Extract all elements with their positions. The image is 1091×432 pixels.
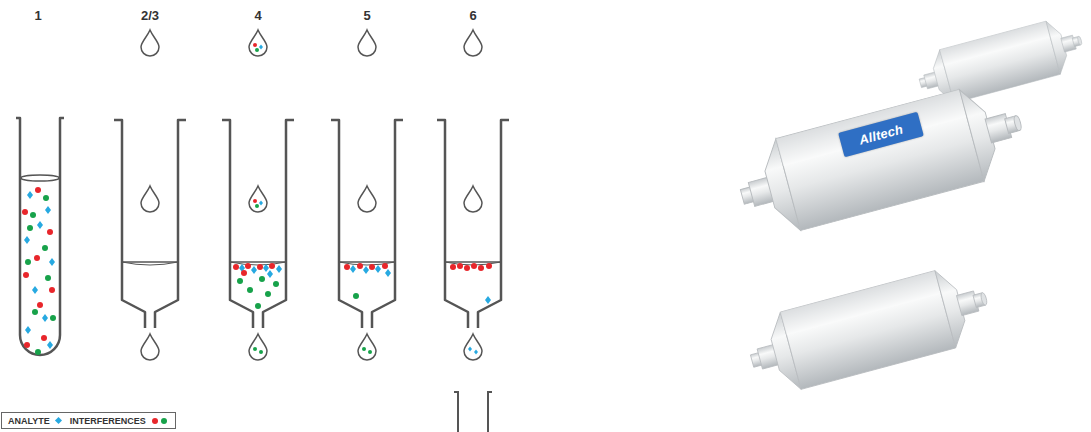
legend-text: ANALYTE	[8, 416, 50, 426]
spe-column-elute	[437, 30, 509, 432]
step-number: 2/3	[130, 8, 170, 24]
test-tube	[16, 118, 64, 355]
interference-dots	[151, 417, 169, 425]
legend: ANALYTE INTERFERENCES	[1, 412, 176, 429]
step-number: 1	[18, 8, 58, 24]
legend-text: INTERFERENCES	[70, 416, 146, 426]
spe-column-condition	[114, 30, 186, 360]
legend-swatch	[55, 417, 62, 424]
spe-column-load	[222, 30, 294, 360]
spe-column-wash	[331, 30, 403, 360]
step-number: 4	[238, 8, 278, 24]
step-number: 6	[453, 8, 493, 24]
cartridge-photo	[730, 14, 1088, 400]
step-number: 5	[347, 8, 387, 24]
